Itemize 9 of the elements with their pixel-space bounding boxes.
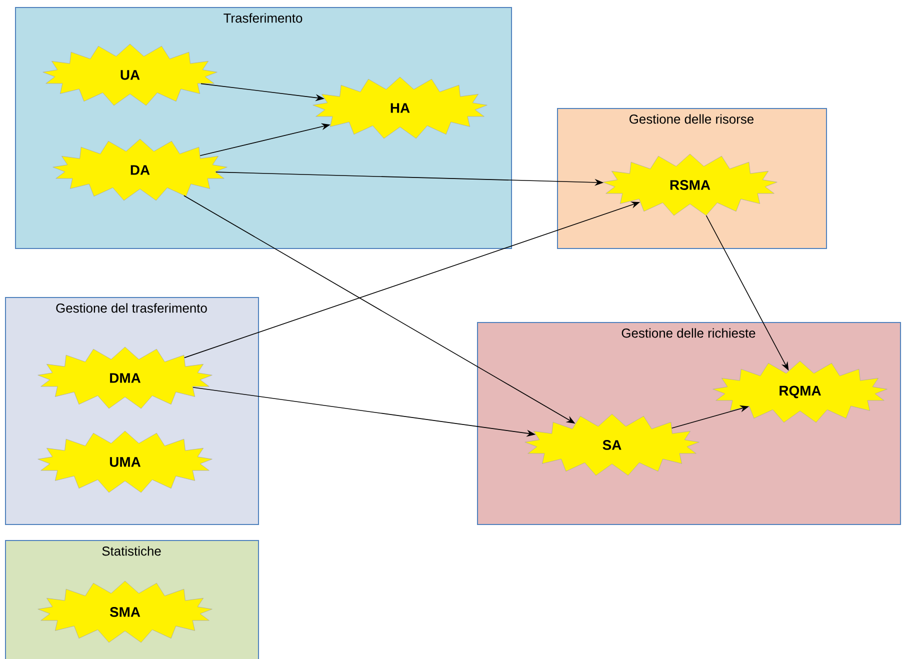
starburst: RQMA [712,360,888,423]
starburst: SA [524,414,700,476]
starburst: UA [42,44,218,106]
starburst: HA [312,76,488,139]
starburst: DMA [38,346,212,409]
starburst: UMA [38,430,212,493]
starburst: RSMA [602,154,778,216]
starburst: DA [52,138,228,201]
starburst: SMA [38,580,212,643]
